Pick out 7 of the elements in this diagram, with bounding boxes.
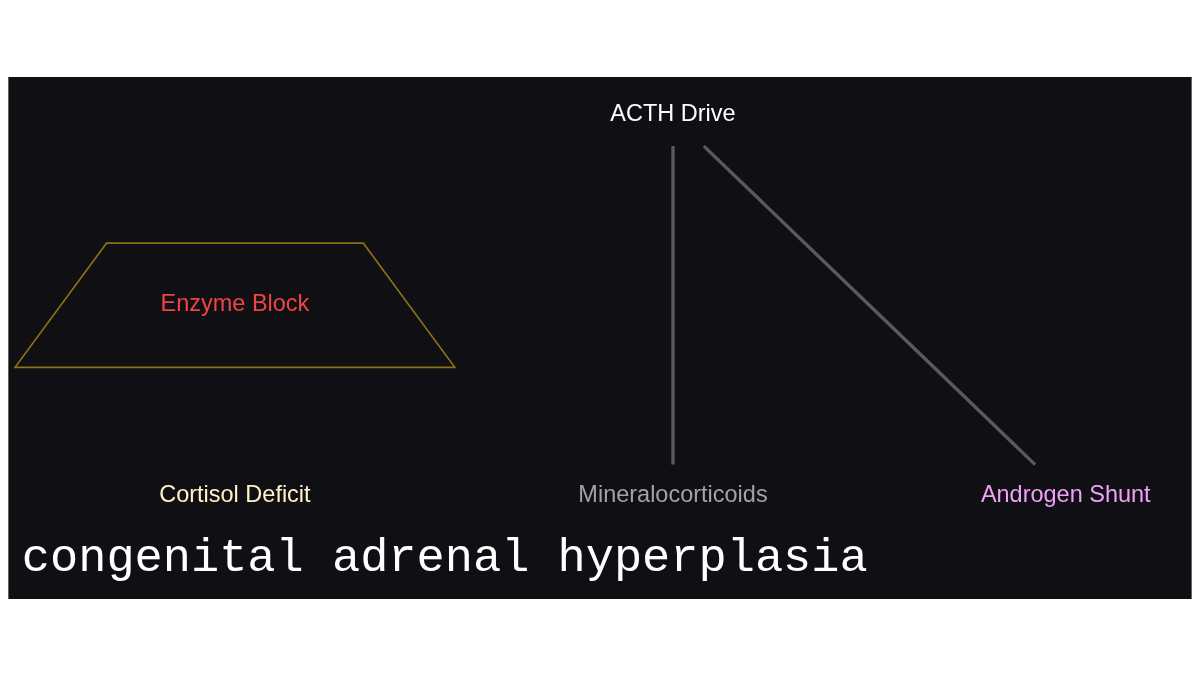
- diagram-title: congenital adrenal hyperplasia: [21, 531, 868, 585]
- node-text: Mineralocorticoids: [578, 480, 768, 507]
- node-text: Androgen Shunt: [980, 480, 1151, 507]
- node-text: ACTH Drive: [610, 99, 736, 126]
- connector: [702, 144, 1037, 466]
- connector: [671, 145, 675, 465]
- node-text: Cortisol Deficit: [159, 480, 311, 507]
